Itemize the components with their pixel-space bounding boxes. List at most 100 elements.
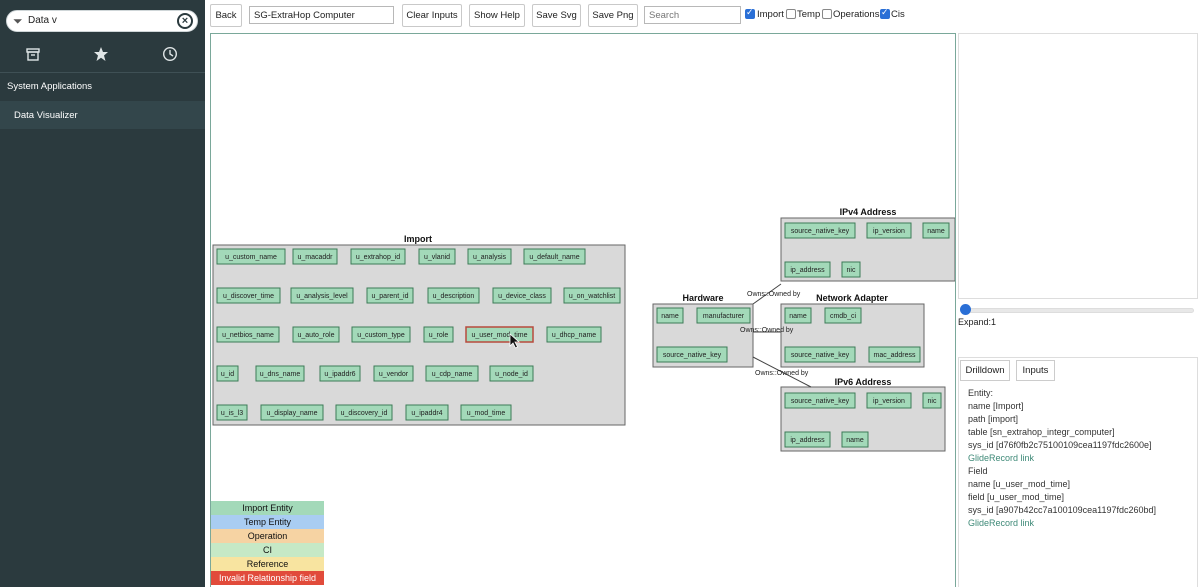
field-u_node_id[interactable] xyxy=(489,365,534,382)
field-u_ipaddr4[interactable] xyxy=(405,404,449,421)
gliderecord-link[interactable]: GlideRecord link xyxy=(968,453,1035,463)
field-label[interactable]: u_ipaddr4 xyxy=(411,410,442,417)
star-icon[interactable] xyxy=(91,46,111,66)
sidebar-item-data-visualizer[interactable]: Data Visualizer xyxy=(0,101,205,129)
field-u_custom_name[interactable] xyxy=(216,248,286,265)
field-label[interactable]: u_analysis xyxy=(473,254,507,261)
field-u_dhcp_name[interactable] xyxy=(546,326,602,343)
field-label[interactable]: cmdb_ci xyxy=(830,313,857,320)
back-button[interactable]: Back xyxy=(210,4,242,27)
field-label[interactable]: u_ipaddr6 xyxy=(324,371,355,378)
field-label[interactable]: name xyxy=(661,313,679,320)
archive-icon[interactable] xyxy=(23,46,43,66)
expand-slider[interactable] xyxy=(964,308,1194,313)
field-label[interactable]: u_role xyxy=(429,332,449,339)
field-label[interactable]: u_vendor xyxy=(379,371,409,378)
section-title[interactable]: System Applications xyxy=(7,81,93,92)
field-u_netbios_name[interactable] xyxy=(216,326,280,343)
field-label[interactable]: u_custom_name xyxy=(225,254,277,261)
field-label[interactable]: u_description xyxy=(433,293,475,300)
field-label[interactable]: u_node_id xyxy=(495,371,528,378)
field-label[interactable]: u_display_name xyxy=(267,410,318,417)
field-u_display_name[interactable] xyxy=(260,404,324,421)
field-ip_version[interactable] xyxy=(866,392,912,409)
field-u_vlanid[interactable] xyxy=(418,248,456,265)
field-nic[interactable] xyxy=(841,261,861,278)
field-label[interactable]: u_cdp_name xyxy=(432,371,473,378)
field-ip_address[interactable] xyxy=(784,261,831,278)
show-help-button[interactable]: Show Help xyxy=(469,4,525,27)
import-checkbox[interactable] xyxy=(745,7,755,19)
field-u_is_l3[interactable] xyxy=(216,404,248,421)
field-label[interactable]: mac_address xyxy=(873,352,916,359)
field-label[interactable]: source_native_key xyxy=(791,352,850,359)
field-label[interactable]: u_on_watchlist xyxy=(569,293,615,300)
field-nic[interactable] xyxy=(922,392,942,409)
field-cmdb_ci[interactable] xyxy=(824,307,862,324)
field-u_mod_time[interactable] xyxy=(460,404,512,421)
field-label[interactable]: u_is_l3 xyxy=(221,410,243,417)
field-label[interactable]: u_dhcp_name xyxy=(552,332,596,339)
save-png-button[interactable]: Save Png xyxy=(588,4,638,27)
field-name[interactable] xyxy=(922,222,950,239)
field-label[interactable]: u_netbios_name xyxy=(222,332,274,339)
field-ip_version[interactable] xyxy=(866,222,912,239)
temp-checkbox[interactable] xyxy=(786,9,796,19)
field-label[interactable]: source_native_key xyxy=(791,228,850,235)
field-name[interactable] xyxy=(841,431,869,448)
field-name[interactable] xyxy=(656,307,684,324)
field-label[interactable]: u_id xyxy=(221,371,234,378)
field-u_id[interactable] xyxy=(216,365,239,382)
field-u_device_class[interactable] xyxy=(492,287,552,304)
field-label[interactable]: ip_address xyxy=(790,437,825,444)
clear-inputs-button[interactable]: Clear Inputs xyxy=(402,4,462,27)
field-u_cdp_name[interactable] xyxy=(425,365,479,382)
field-u_role[interactable] xyxy=(423,326,454,343)
filter-navigator-input[interactable]: ⏷ Data v × xyxy=(6,10,198,32)
field-label[interactable]: u_macaddr xyxy=(297,254,333,261)
save-svg-button[interactable]: Save Svg xyxy=(532,4,581,27)
field-u_discovery_id[interactable] xyxy=(335,404,393,421)
field-name[interactable] xyxy=(784,307,812,324)
field-label[interactable]: nic xyxy=(847,267,856,274)
field-label[interactable]: u_analysis_level xyxy=(296,293,348,300)
field-label[interactable]: u_auto_role xyxy=(298,332,335,339)
clock-icon[interactable] xyxy=(160,46,180,66)
field-u_vendor[interactable] xyxy=(373,365,414,382)
field-u_user_mod_time[interactable] xyxy=(465,326,534,343)
field-u_macaddr[interactable] xyxy=(292,248,338,265)
field-label[interactable]: ip_address xyxy=(790,267,825,274)
field-label[interactable]: nic xyxy=(928,398,937,405)
field-u_discover_time[interactable] xyxy=(216,287,281,304)
field-label[interactable]: name xyxy=(789,313,807,320)
tab-drilldown[interactable]: Drilldown xyxy=(960,360,1010,381)
field-label[interactable]: u_discover_time xyxy=(223,293,274,300)
field-manufacturer[interactable] xyxy=(696,307,751,324)
field-mac_address[interactable] xyxy=(868,346,921,363)
field-label[interactable]: u_dns_name xyxy=(260,371,301,378)
clear-filter-icon[interactable]: × xyxy=(177,13,193,29)
field-label[interactable]: ip_version xyxy=(873,228,905,235)
field-label[interactable]: source_native_key xyxy=(663,352,722,359)
field-label[interactable]: u_vlanid xyxy=(424,254,450,261)
field-label[interactable]: name xyxy=(846,437,864,444)
operations-checkbox[interactable] xyxy=(822,9,832,19)
field-label[interactable]: u_discovery_id xyxy=(341,410,388,417)
filter-text[interactable]: Data v xyxy=(28,15,57,26)
field-u_on_watchlist[interactable] xyxy=(563,287,621,304)
expand-slider-thumb[interactable] xyxy=(960,304,971,315)
field-u_analysis[interactable] xyxy=(467,248,512,265)
field-u_custom_type[interactable] xyxy=(351,326,411,343)
field-u_analysis_level[interactable] xyxy=(290,287,354,304)
cis-checkbox[interactable] xyxy=(880,7,890,19)
field-u_ipaddr6[interactable] xyxy=(319,365,361,382)
field-label[interactable]: source_native_key xyxy=(791,398,850,405)
field-u_auto_role[interactable] xyxy=(292,326,340,343)
field-u_parent_id[interactable] xyxy=(366,287,414,304)
gliderecord-link[interactable]: GlideRecord link xyxy=(968,518,1035,528)
field-source_native_key[interactable] xyxy=(784,222,856,239)
field-label[interactable]: u_device_class xyxy=(498,293,546,300)
field-source_native_key[interactable] xyxy=(656,346,728,363)
